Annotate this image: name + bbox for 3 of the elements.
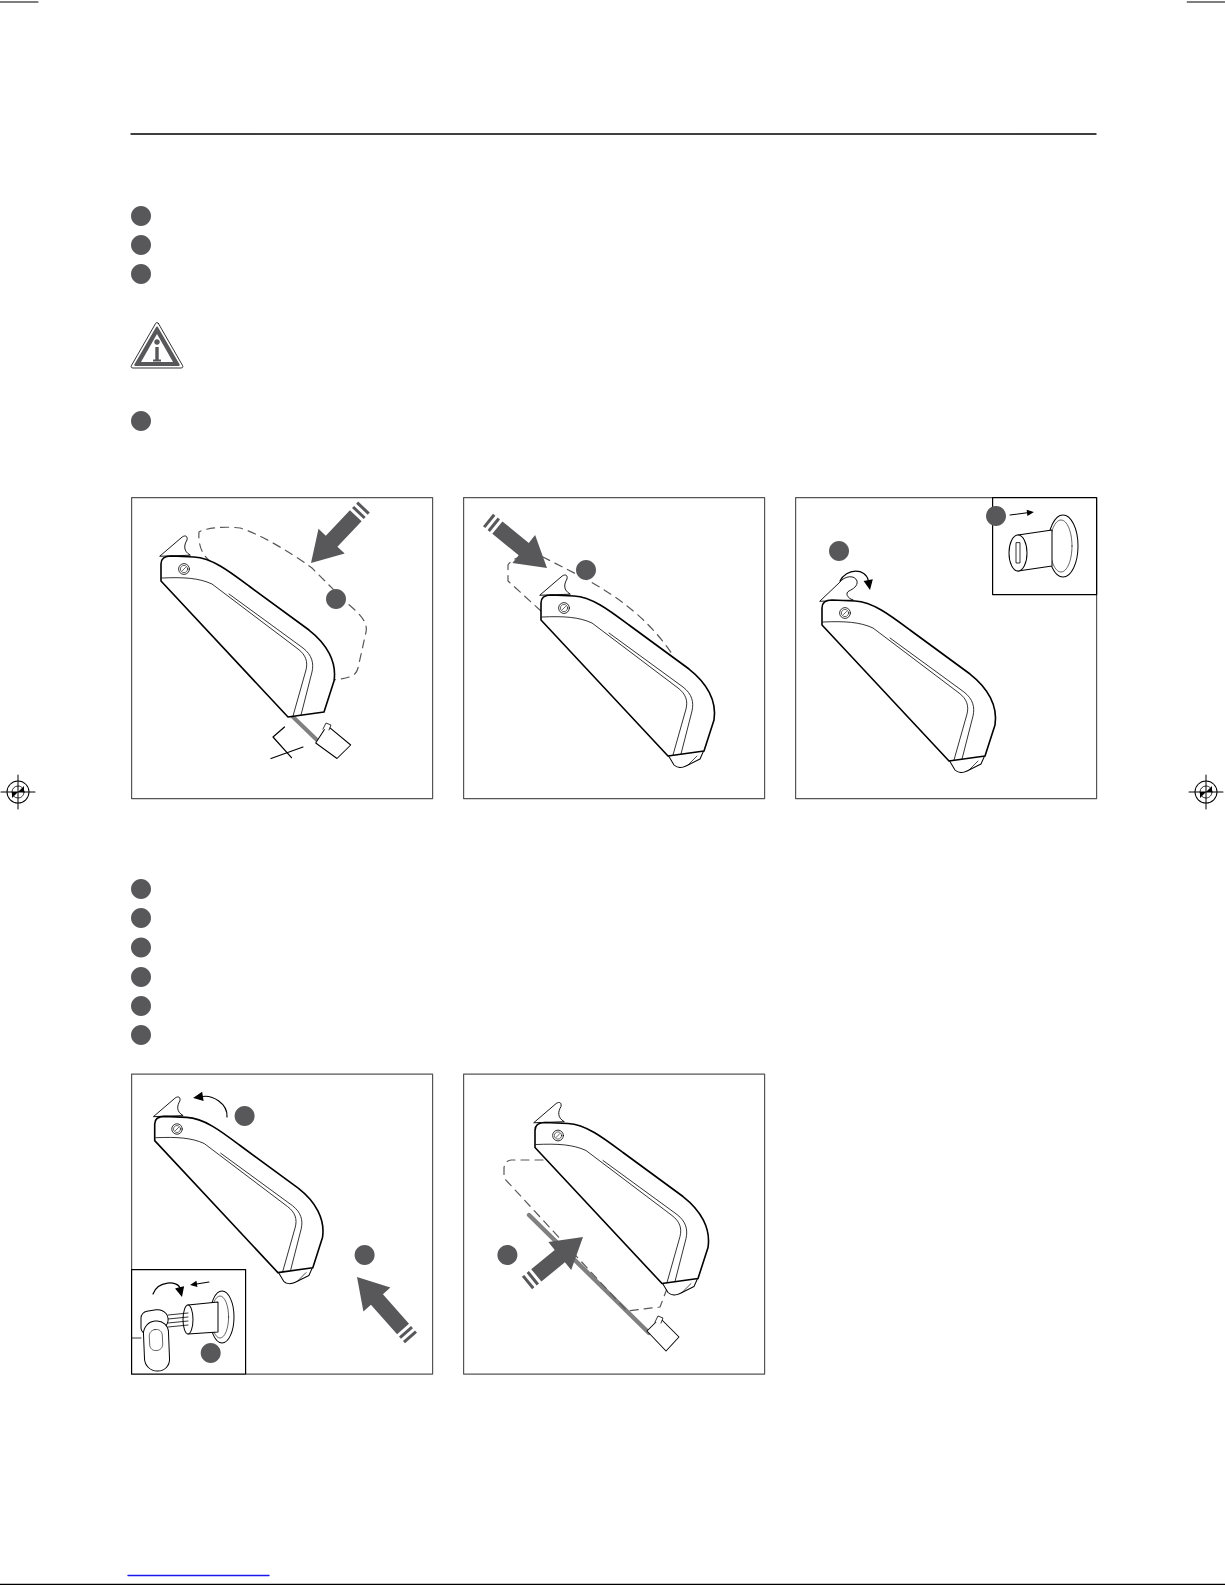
illustration-panel — [131, 497, 434, 800]
illustration-panel — [463, 497, 766, 800]
illustration-panel — [463, 1073, 766, 1375]
